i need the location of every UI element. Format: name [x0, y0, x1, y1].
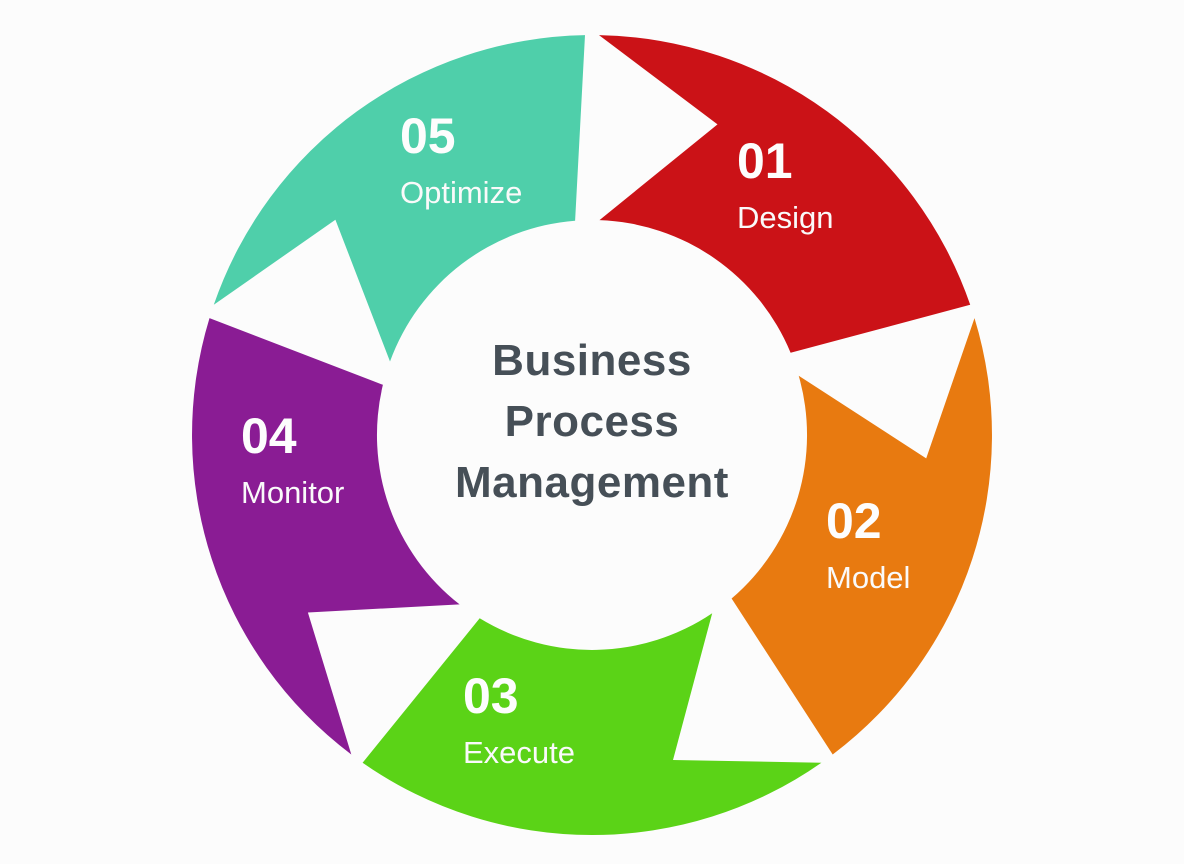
- segment-arrow-model: [731, 318, 992, 755]
- step-label: Execute: [463, 735, 576, 770]
- segment-arrow-design: [599, 35, 971, 353]
- segment-arrow-optimize: [213, 35, 586, 362]
- label-step-05-optimize: 05 Optimize: [400, 111, 522, 208]
- segment-arrow-execute: [362, 613, 822, 836]
- center-title: Business Process Management: [392, 330, 792, 513]
- step-label: Optimize: [400, 175, 523, 210]
- step-label: Monitor: [241, 475, 345, 510]
- label-step-01-design: 01 Design: [737, 136, 834, 233]
- step-label: Model: [826, 560, 911, 595]
- step-number: 05: [400, 108, 456, 164]
- segment-arrow-monitor: [192, 318, 460, 755]
- center-title-line-1: Business: [492, 336, 692, 385]
- center-title-line-3: Management: [455, 458, 729, 507]
- step-number: 03: [463, 668, 519, 724]
- label-step-04-monitor: 04 Monitor: [241, 411, 344, 508]
- label-step-02-model: 02 Model: [826, 496, 910, 593]
- center-title-line-2: Process: [504, 397, 680, 446]
- step-number: 04: [241, 408, 297, 464]
- step-label: Design: [737, 200, 834, 235]
- label-step-03-execute: 03 Execute: [463, 671, 575, 768]
- step-number: 02: [826, 493, 882, 549]
- step-number: 01: [737, 133, 793, 189]
